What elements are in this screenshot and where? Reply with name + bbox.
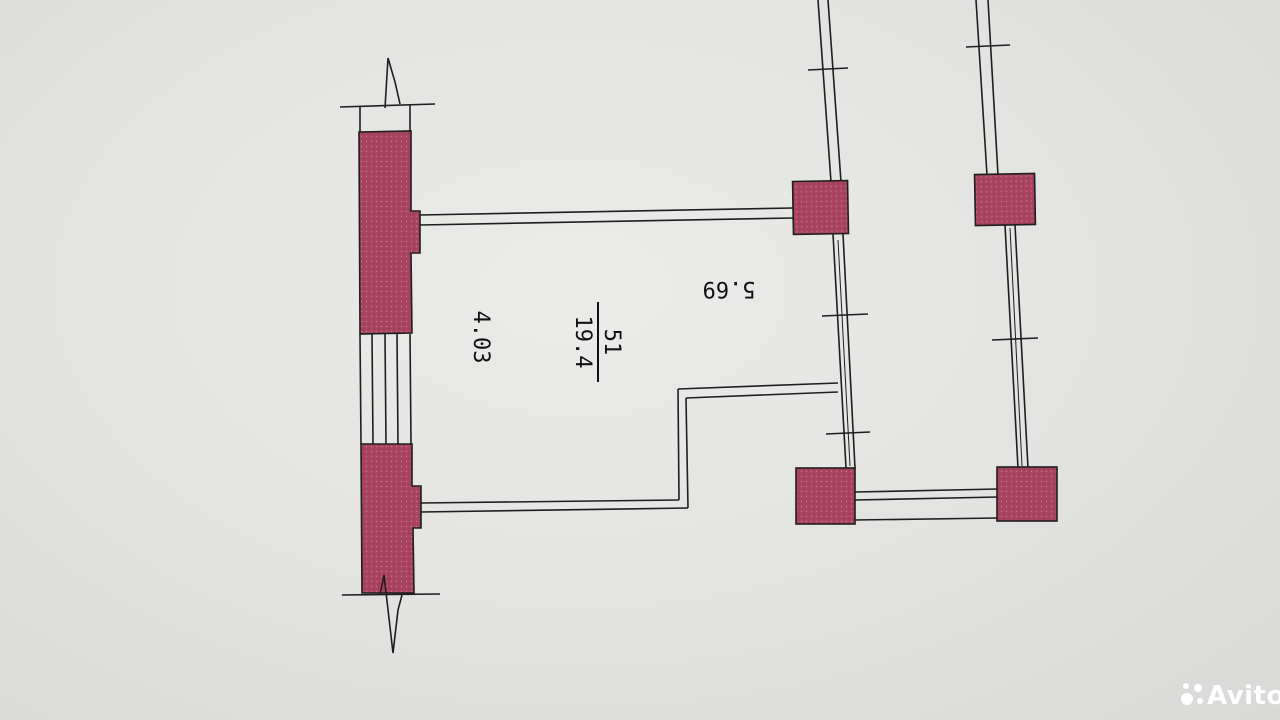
avito-watermark: Avito	[1181, 681, 1280, 711]
column	[996, 466, 1058, 522]
room-label: 51 19.4	[570, 302, 624, 382]
column	[791, 179, 850, 236]
exterior-wall	[339, 57, 441, 654]
wall-block-top	[358, 130, 421, 335]
partition-walls	[419, 0, 1039, 521]
watermark-text: Avito	[1207, 681, 1280, 711]
room-width-label: 4.03	[468, 311, 493, 364]
column	[973, 172, 1037, 227]
room-length-label: 5.69	[703, 276, 756, 301]
window	[359, 333, 412, 445]
room-area: 19.4	[570, 316, 595, 369]
column	[795, 467, 856, 525]
avito-dots-icon	[1181, 683, 1203, 705]
room-number: 51	[599, 329, 624, 356]
wall-block-bottom	[360, 443, 422, 594]
columns	[791, 172, 1058, 525]
